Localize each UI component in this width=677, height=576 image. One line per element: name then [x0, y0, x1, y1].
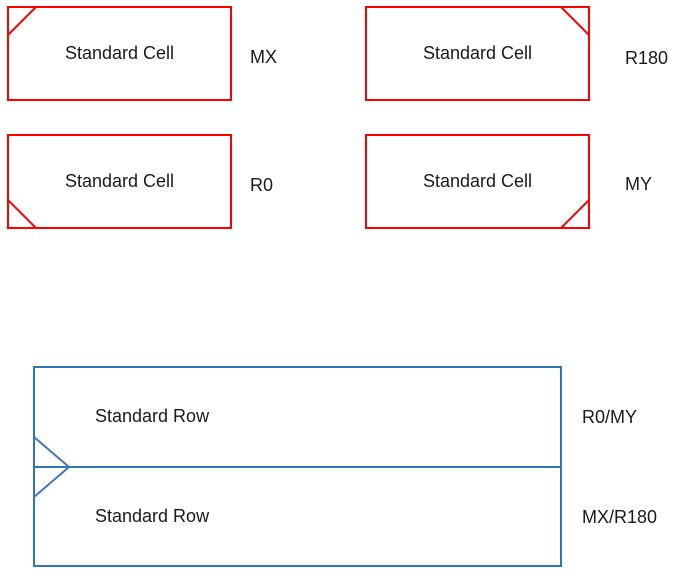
standard-cell-r0: Standard Cell [7, 134, 232, 229]
row-label: Standard Row [95, 406, 210, 427]
orientation-tag-r0: R0 [250, 175, 274, 195]
cell-label: Standard Cell [422, 171, 533, 191]
standard-row-mxr180: Standard Row [35, 465, 560, 566]
row-label: Standard Row [95, 505, 210, 526]
orientation-tag-mxr180: MX/R180 [582, 507, 658, 527]
cell-label: Standard Cell [64, 171, 175, 191]
standard-cell-r180: Standard Cell [365, 6, 590, 101]
orientation-notch-icon [7, 199, 37, 229]
standard-cell-mx: Standard Cell [7, 6, 232, 101]
orientation-tag-mx: MX [250, 47, 277, 67]
orientation-notch-icon [560, 199, 590, 229]
orientation-tag-r180: R180 [625, 48, 669, 68]
standard-row-strip: Standard Row Standard Row [33, 366, 562, 567]
orientation-notch-icon [7, 6, 37, 36]
standard-row-r0my: Standard Row [35, 368, 560, 466]
orientation-tag-r0my: R0/MY [582, 407, 638, 427]
orientation-tag-my: MY [625, 174, 652, 194]
standard-cell-my: Standard Cell [365, 134, 590, 229]
cell-label: Standard Cell [422, 43, 533, 63]
row-origin-chevron-icon [33, 436, 71, 498]
cell-label: Standard Cell [64, 43, 175, 63]
orientation-notch-icon [560, 6, 590, 36]
